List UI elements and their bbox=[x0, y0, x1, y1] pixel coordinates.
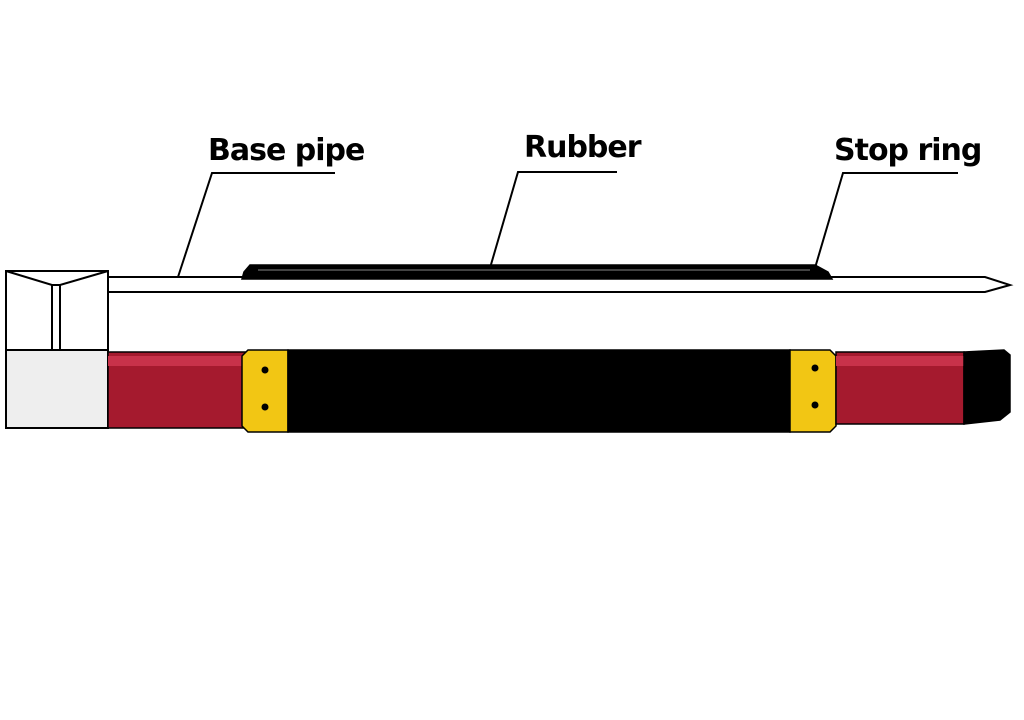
leader-base-pipe bbox=[177, 172, 335, 278]
label-stop-ring: Stop ring bbox=[834, 133, 981, 168]
rubber-profile bbox=[241, 264, 834, 280]
callout-base-pipe: Base pipe bbox=[177, 133, 365, 278]
pipe-end bbox=[963, 349, 1011, 425]
stop-ring-left bbox=[241, 349, 289, 433]
rubber-element bbox=[287, 349, 791, 433]
callout-rubber: Rubber bbox=[489, 130, 643, 269]
leader-rubber bbox=[489, 171, 617, 269]
base-pipe-profile bbox=[107, 276, 1014, 293]
stop-ring-right bbox=[789, 349, 837, 433]
leader-stop-ring bbox=[814, 172, 958, 269]
stop-ring-right-screw-top bbox=[811, 364, 819, 372]
coupling-top-bevel bbox=[5, 270, 109, 286]
stop-ring-left-screw-bottom bbox=[261, 403, 269, 411]
stop-ring-left-screw-top bbox=[261, 366, 269, 374]
base-pipe-right-shine bbox=[836, 356, 964, 366]
label-rubber: Rubber bbox=[524, 130, 642, 165]
coupling bbox=[5, 349, 109, 429]
stop-ring-right-screw-bottom bbox=[811, 401, 819, 409]
coupling-top bbox=[5, 270, 109, 351]
callout-stop-ring: Stop ring bbox=[814, 133, 982, 269]
top-view bbox=[5, 264, 1014, 351]
base-pipe-left-shine bbox=[108, 356, 248, 366]
label-base-pipe: Base pipe bbox=[208, 133, 364, 168]
bottom-view bbox=[5, 349, 1011, 433]
